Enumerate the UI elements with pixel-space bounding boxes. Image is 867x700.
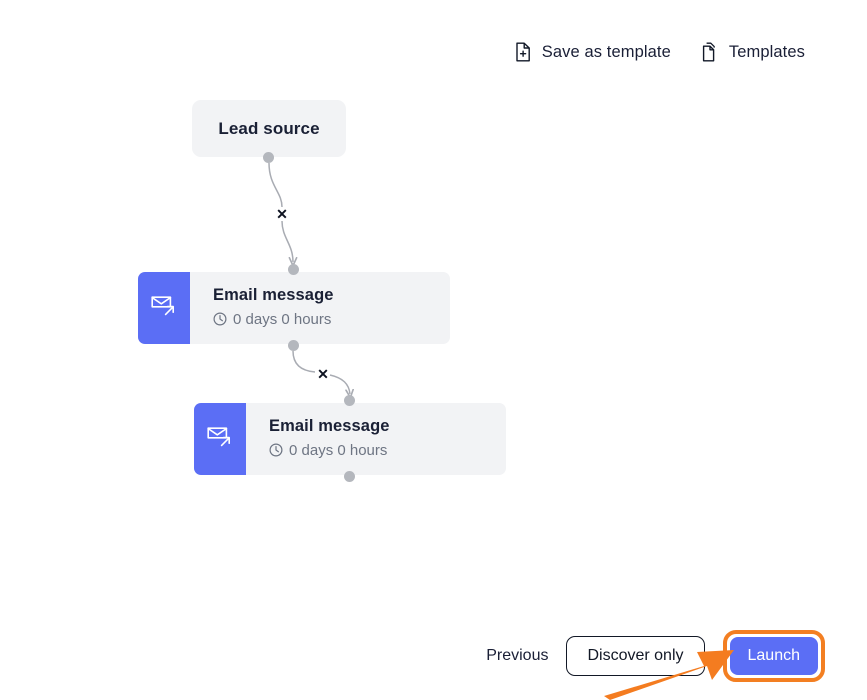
clock-icon [213,312,227,326]
connector-remove-c1[interactable]: ✕ [276,206,288,222]
save-as-template-button[interactable]: Save as template [514,42,671,62]
connector-path-c2b [329,374,350,394]
canvas-toolbar: Save as template Templates [514,42,805,62]
document-plus-icon [514,42,532,62]
flow-node-email-2-title: Email message [269,417,390,435]
connector-path-c2 [292,350,316,373]
connector-remove-c2[interactable]: ✕ [317,366,329,382]
save-as-template-label: Save as template [541,42,671,61]
email-send-icon [150,293,178,324]
port-email-1-in[interactable] [288,264,299,275]
launch-button[interactable]: Launch [729,637,818,675]
port-email-2-out[interactable] [344,471,355,482]
documents-stack-icon [701,42,719,62]
port-email-2-in[interactable] [344,395,355,406]
templates-label: Templates [728,42,805,61]
flow-node-email-1-title: Email message [213,286,334,304]
flow-node-email-2-delay-text: 0 days 0 hours [289,441,388,459]
connector-path-c1b [281,220,293,262]
flow-node-email-2-delay: 0 days 0 hours [269,442,506,459]
launch-button-highlight: Launch [722,630,825,682]
flow-node-email-1-delay: 0 days 0 hours [213,311,450,328]
flow-node-email-2[interactable]: Email message 0 days 0 hours [194,403,506,475]
email-send-icon [206,424,234,455]
flow-node-email-1-delay-text: 0 days 0 hours [233,310,332,328]
port-lead-source-out[interactable] [263,152,274,163]
discover-only-button[interactable]: Discover only [566,636,705,676]
wizard-footer: Previous Discover only Launch [0,630,867,682]
flow-node-email-1-icon-panel [138,272,190,344]
flow-node-email-2-body: Email message 0 days 0 hours [246,403,506,475]
templates-button[interactable]: Templates [701,42,805,62]
flow-node-email-1[interactable]: Email message 0 days 0 hours [138,272,450,344]
previous-button[interactable]: Previous [486,647,549,664]
flow-node-lead-source[interactable]: Lead source [192,100,346,157]
port-email-1-out[interactable] [288,340,299,351]
flow-node-email-2-icon-panel [194,403,246,475]
flow-node-lead-source-title: Lead source [218,118,320,138]
clock-icon [269,443,283,457]
flow-node-email-1-body: Email message 0 days 0 hours [190,272,450,344]
connector-path-c1 [268,162,283,208]
